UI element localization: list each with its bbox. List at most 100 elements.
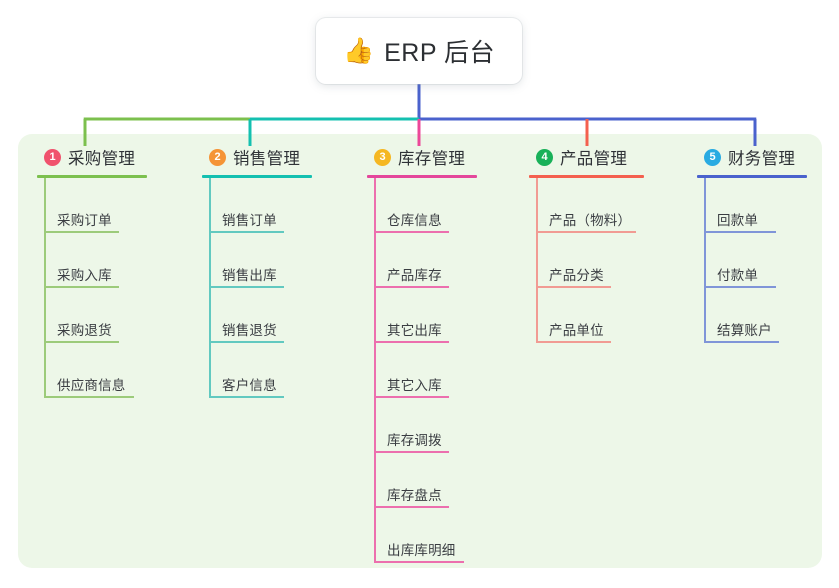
leaf-item[interactable]: 采购订单: [37, 178, 147, 233]
leaf-item[interactable]: 产品（物料）: [529, 178, 644, 233]
column-采购管理: 1 采购管理采购订单采购入库采购退货供应商信息: [37, 144, 147, 398]
leaf-label: 库存盘点: [387, 488, 442, 503]
leaf-label: 出库库明细: [387, 543, 456, 558]
leaf-item[interactable]: 采购入库: [37, 233, 147, 288]
leaf-rule: [704, 286, 776, 288]
leaf-label: 产品分类: [549, 268, 604, 283]
leaf-label: 销售出库: [222, 268, 277, 283]
column-header-rule: [202, 175, 312, 178]
leaf-list: 产品（物料） 产品分类产品单位: [529, 178, 644, 343]
column-title: 产品管理: [560, 150, 628, 168]
column-title: 采购管理: [68, 150, 136, 168]
leaf-item[interactable]: 仓库信息: [367, 178, 477, 233]
leaf-label: 采购订单: [57, 213, 112, 228]
column-header-rule: [367, 175, 477, 178]
leaf-rule: [374, 396, 449, 398]
leaf-rule: [374, 341, 449, 343]
leaf-item[interactable]: 客户信息: [202, 343, 312, 398]
diagram-panel: [18, 134, 822, 568]
leaf-label: 产品（物料）: [549, 213, 632, 228]
leaf-label: 销售退货: [222, 323, 277, 338]
leaf-item[interactable]: 供应商信息: [37, 343, 147, 398]
leaf-item[interactable]: 销售退货: [202, 288, 312, 343]
leaf-rule: [374, 451, 449, 453]
column-spine: [536, 178, 538, 343]
column-badge-3: 3: [374, 148, 391, 166]
leaf-label: 产品单位: [549, 323, 604, 338]
leaf-rule: [209, 286, 284, 288]
column-财务管理: 5 财务管理回款单付款单结算账户: [697, 144, 807, 343]
column-header-1[interactable]: 1 采购管理: [37, 144, 147, 170]
leaf-item[interactable]: 回款单: [697, 178, 807, 233]
leaf-item[interactable]: 采购退货: [37, 288, 147, 343]
column-spine: [209, 178, 211, 398]
column-spine: [374, 178, 376, 563]
leaf-label: 产品库存: [387, 268, 442, 283]
leaf-item[interactable]: 其它出库: [367, 288, 477, 343]
column-header-rule: [529, 175, 644, 178]
column-库存管理: 3 库存管理仓库信息产品库存其它出库其它入库库存调拨库存盘点出库库明细: [367, 144, 477, 563]
leaf-rule: [704, 231, 776, 233]
leaf-rule: [209, 341, 284, 343]
column-header-rule: [37, 175, 147, 178]
root-node-erp-backend[interactable]: 👍 ERP 后台: [316, 18, 522, 84]
leaf-item[interactable]: 结算账户: [697, 288, 807, 343]
leaf-label: 其它入库: [387, 378, 442, 393]
leaf-rule: [704, 341, 779, 343]
leaf-label: 回款单: [717, 213, 759, 228]
leaf-item[interactable]: 销售出库: [202, 233, 312, 288]
leaf-item[interactable]: 产品分类: [529, 233, 644, 288]
leaf-label: 结算账户: [717, 323, 772, 338]
column-title: 财务管理: [728, 150, 796, 168]
leaf-rule: [44, 396, 134, 398]
column-title: 库存管理: [398, 150, 466, 168]
leaf-label: 供应商信息: [57, 378, 126, 393]
column-badge-4: 4: [536, 148, 553, 166]
leaf-rule: [374, 286, 449, 288]
column-产品管理: 4 产品管理产品（物料） 产品分类产品单位: [529, 144, 644, 343]
leaf-item[interactable]: 产品单位: [529, 288, 644, 343]
column-title: 销售管理: [233, 150, 301, 168]
column-spine: [44, 178, 46, 398]
leaf-item[interactable]: 库存调拨: [367, 398, 477, 453]
leaf-item[interactable]: 付款单: [697, 233, 807, 288]
column-header-4[interactable]: 4 产品管理: [529, 144, 644, 170]
leaf-label: 其它出库: [387, 323, 442, 338]
leaf-label: 采购退货: [57, 323, 112, 338]
root-node-title: ERP 后台: [384, 39, 496, 67]
leaf-rule: [536, 286, 611, 288]
leaf-label: 销售订单: [222, 213, 277, 228]
leaf-label: 仓库信息: [387, 213, 442, 228]
leaf-rule: [209, 231, 284, 233]
leaf-item[interactable]: 产品库存: [367, 233, 477, 288]
leaf-item[interactable]: 出库库明细: [367, 508, 477, 563]
root-node-content: 👍 ERP 后台: [343, 33, 495, 69]
leaf-rule: [44, 341, 119, 343]
leaf-rule: [374, 506, 449, 508]
column-header-5[interactable]: 5 财务管理: [697, 144, 807, 170]
leaf-list: 采购订单采购入库采购退货供应商信息: [37, 178, 147, 398]
leaf-label: 客户信息: [222, 378, 277, 393]
leaf-item[interactable]: 销售订单: [202, 178, 312, 233]
leaf-list: 销售订单销售出库销售退货客户信息: [202, 178, 312, 398]
leaf-rule: [209, 396, 284, 398]
column-badge-5: 5: [704, 148, 721, 166]
column-spine: [704, 178, 706, 343]
leaf-rule: [374, 561, 464, 563]
leaf-label: 采购入库: [57, 268, 112, 283]
leaf-rule: [536, 231, 636, 233]
thumbs-up-icon: 👍: [342, 36, 375, 65]
leaf-item[interactable]: 其它入库: [367, 343, 477, 398]
leaf-label: 付款单: [717, 268, 759, 283]
column-header-rule: [697, 175, 807, 178]
leaf-item[interactable]: 库存盘点: [367, 453, 477, 508]
column-badge-1: 1: [44, 148, 61, 166]
leaf-list: 回款单付款单结算账户: [697, 178, 807, 343]
column-header-3[interactable]: 3 库存管理: [367, 144, 477, 170]
leaf-rule: [536, 341, 611, 343]
leaf-rule: [44, 231, 119, 233]
leaf-rule: [374, 231, 449, 233]
